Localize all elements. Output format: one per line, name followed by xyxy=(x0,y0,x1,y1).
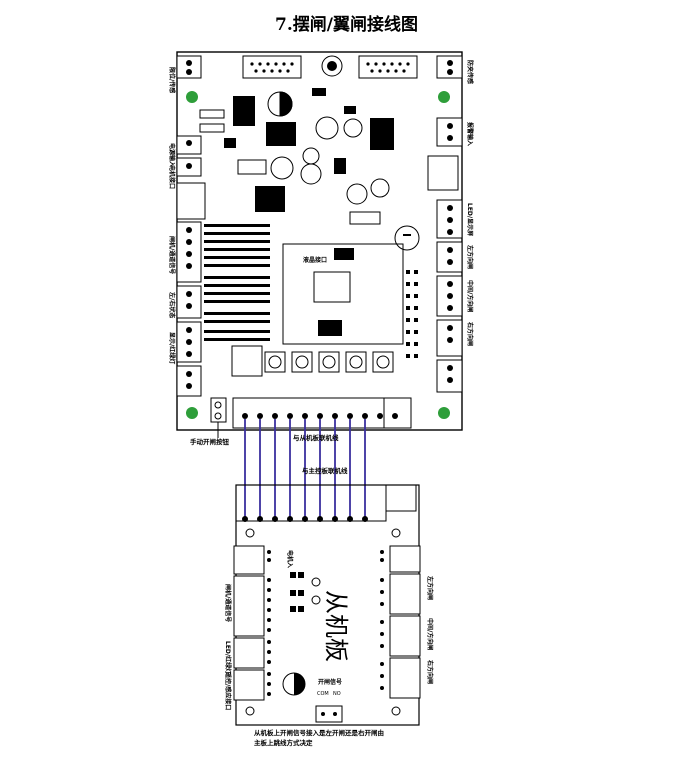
main-left-label-2: 电机接口 xyxy=(168,165,176,189)
main-left-label-5: 显示/红绿灯 xyxy=(168,332,176,364)
note-line-2: 主板上跳线方式决定 xyxy=(254,738,313,747)
main-right-label-2: LED/显示屏 xyxy=(466,203,474,236)
link-label-slave: 与从机板联机线 xyxy=(293,433,339,442)
slave-right-label-0: 左方向闸 xyxy=(426,575,434,600)
page-title: 7.摆闸/翼闸接线图 xyxy=(275,15,418,35)
main-board xyxy=(176,51,463,438)
main-right-label-5: 右方向闸 xyxy=(466,321,474,346)
main-right-label-0: 防夹传感 xyxy=(466,60,474,84)
main-right-label-1: 报警输入 xyxy=(466,122,474,146)
note-line-1: 从机板上开闸信号接入是左开闸还是右开闸由 xyxy=(254,728,384,737)
link-wires xyxy=(244,419,366,517)
motor-input-label: 电机入 xyxy=(286,550,294,568)
com-label: COM xyxy=(317,691,329,697)
slave-left-label-1: LED/红绿灯 xyxy=(224,641,232,674)
main-left-label-0: 限位/传感 xyxy=(168,67,176,93)
main-left-label-1: 电源输入 xyxy=(168,143,176,167)
main-left-label-3: 闸机/通道信号 xyxy=(168,236,176,274)
open-signal-label: 开闸信号 xyxy=(318,678,342,686)
slave-right-label-2: 右方向闸 xyxy=(426,659,434,684)
slave-right-label-1: 中间/方向闸 xyxy=(426,618,434,650)
slave-left-label-0: 闸机/通道信号 xyxy=(224,584,232,622)
slave-board-name: 从机板 xyxy=(322,590,350,662)
main-left-label-4: 左/右状态 xyxy=(168,291,176,318)
no-label: NO xyxy=(333,691,341,697)
main-right-label-3: 左方向闸 xyxy=(466,244,474,269)
slave-board xyxy=(233,484,421,726)
manual-button-label: 手动开闸按钮 xyxy=(190,437,230,446)
slave-left-label-2: 遥控/感应接口 xyxy=(224,672,232,710)
lcd-interface-label: 液晶接口 xyxy=(303,256,327,264)
main-right-label-4: 中间/方向闸 xyxy=(466,280,474,312)
link-label-master: 与主控板联机线 xyxy=(302,466,348,475)
